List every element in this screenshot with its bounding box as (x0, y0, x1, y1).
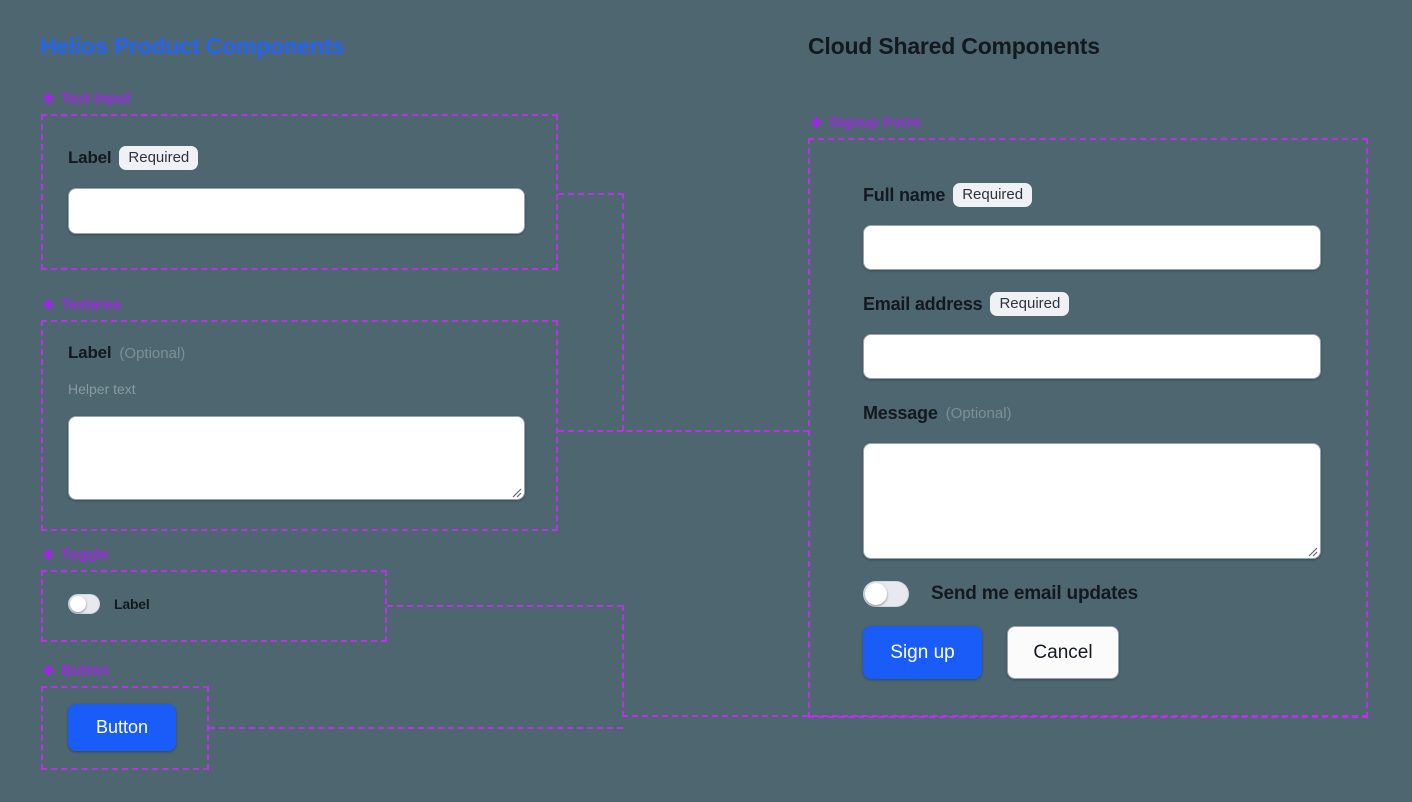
message-label: Message (863, 403, 938, 423)
cancel-button[interactable]: Cancel (1007, 626, 1119, 679)
component-frame-toggle (41, 570, 387, 642)
text-input-label: Label (68, 148, 112, 168)
status-badge-optional: (Optional) (945, 405, 1012, 422)
toggle-switch[interactable] (68, 594, 100, 614)
textarea-label: Label (68, 343, 112, 362)
status-badge-required: Required (953, 183, 1033, 208)
diamond-icon (42, 92, 55, 105)
email-address-label: Email address (863, 293, 983, 314)
toggle-row[interactable]: Label (68, 594, 150, 614)
group-label-text: Button (61, 662, 109, 679)
email-updates-label: Send me email updates (931, 583, 1138, 604)
email-address-input[interactable] (863, 334, 1321, 379)
text-input-field[interactable] (68, 188, 525, 234)
component-frame-signup-form (808, 138, 1368, 718)
message-label-row: Message (Optional) (863, 403, 1012, 424)
group-label-signup-form: Signup Form (810, 114, 920, 131)
component-frame-button (41, 686, 209, 770)
group-label-button: Button (42, 662, 109, 679)
message-textarea[interactable] (863, 443, 1321, 559)
email-updates-toggle-row[interactable]: Send me email updates (863, 581, 1138, 607)
component-frame-textarea (41, 320, 558, 531)
diamond-icon (42, 548, 55, 561)
textarea-wrapper (68, 416, 525, 500)
diamond-icon (810, 116, 823, 129)
textarea-helper-text: Helper text (68, 381, 136, 397)
connector-textarea-h (558, 430, 809, 432)
text-input-label-row: Label Required (68, 146, 199, 171)
status-badge-optional: (Optional) (119, 344, 186, 362)
toggle-label: Label (114, 596, 150, 612)
full-name-label: Full name (863, 184, 946, 205)
group-label-text: Text Input (61, 90, 131, 107)
diamond-icon (42, 664, 55, 677)
textarea-field[interactable] (68, 416, 525, 500)
toggle-knob (865, 583, 887, 605)
right-panel-title: Cloud Shared Components (808, 33, 1100, 59)
status-badge-required: Required (119, 146, 199, 171)
full-name-label-row: Full name Required (863, 183, 1033, 208)
connector-toggle-h (387, 605, 623, 607)
left-panel-title: Helios Product Components (40, 33, 345, 59)
email-updates-toggle[interactable] (863, 581, 909, 607)
status-badge-required: Required (990, 292, 1070, 317)
diamond-icon (42, 298, 55, 311)
message-wrapper (863, 443, 1321, 559)
connector-button-h (209, 727, 623, 729)
demo-button[interactable]: Button (68, 704, 176, 751)
group-label-textarea: Textarea (42, 296, 121, 313)
connector-text-input-h (558, 193, 624, 195)
connector-toggle-v (622, 605, 624, 717)
textarea-label-row: Label (Optional) (68, 343, 185, 363)
component-frame-text-input (41, 114, 558, 270)
group-label-text: Signup Form (829, 114, 921, 131)
email-address-label-row: Email address Required (863, 292, 1070, 317)
toggle-knob (70, 596, 86, 612)
full-name-input[interactable] (863, 225, 1321, 270)
group-label-text-input: Text Input (42, 90, 131, 107)
group-label-text: Textarea (61, 296, 121, 313)
connector-text-input-v (622, 193, 624, 431)
sign-up-button[interactable]: Sign up (863, 626, 982, 679)
group-label-text: Toggle (61, 546, 109, 563)
group-label-toggle: Toggle (42, 546, 109, 563)
